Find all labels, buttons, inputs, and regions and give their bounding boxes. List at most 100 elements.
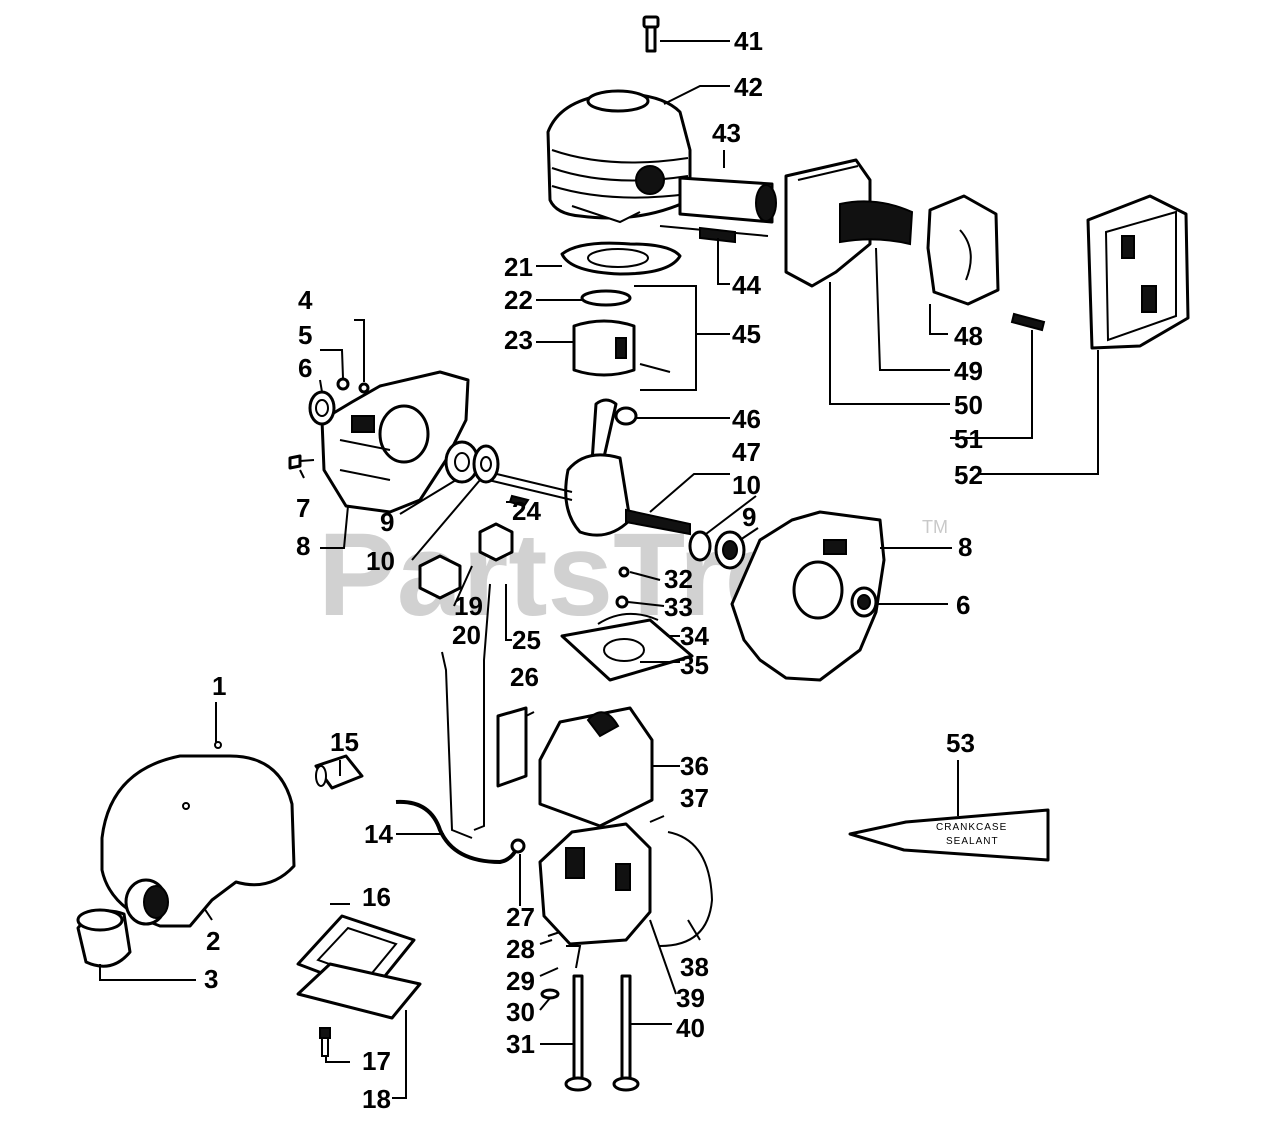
callout-10: 10 (366, 546, 395, 576)
callout-9-right: 9 (742, 502, 756, 532)
part-9-bearing-right (714, 530, 746, 570)
part-25-choke-rod (473, 583, 491, 831)
part-49-muffler-screen (839, 200, 914, 246)
callout-42: 42 (734, 72, 763, 102)
callout-30: 30 (506, 997, 535, 1027)
callout-6-right: 6 (956, 590, 970, 620)
callout-49: 49 (954, 356, 983, 386)
part-6-seal-right (850, 586, 878, 618)
part-28-spring (547, 931, 561, 937)
part-7-screw (288, 454, 315, 470)
callout-52: 52 (954, 460, 983, 490)
callout-31: 31 (506, 1029, 535, 1059)
callout-33: 33 (664, 592, 693, 622)
part-8-crankcase-left (320, 370, 470, 514)
callout-1: 1 (212, 671, 226, 701)
callout-48: 48 (954, 321, 983, 351)
callout-46: 46 (732, 404, 761, 434)
callout-labels: 1 2 3 4 5 6 7 8 9 10 14 15 16 17 18 19 2… (204, 26, 983, 1114)
part-22-piston-ring (580, 289, 632, 307)
part-44-stud (659, 225, 769, 244)
part-9-bearing-left (444, 440, 480, 484)
callout-2: 2 (206, 926, 220, 956)
part-47-crankshaft (479, 398, 691, 537)
part-46-needle-bearing (614, 406, 638, 426)
part-32-screw (618, 566, 630, 578)
callout-45: 45 (732, 319, 761, 349)
callout-38: 38 (680, 952, 709, 982)
part-51-screw (1010, 312, 1046, 332)
part-26-gasket (496, 706, 528, 788)
part-14-fuel-line (395, 799, 520, 865)
callout-8-right: 8 (958, 532, 972, 562)
callout-17: 17 (362, 1046, 391, 1076)
watermark-trademark: TM (922, 517, 948, 537)
part-20-throttle-rod (441, 651, 473, 839)
part-23-piston (572, 319, 671, 377)
part-3-filter-element (76, 908, 132, 968)
part-19-nuts (418, 522, 514, 600)
callout-50: 50 (954, 390, 983, 420)
callout-5: 5 (298, 320, 312, 350)
sealant-tube-label-line2: SEALANT (946, 836, 999, 847)
callout-18: 18 (362, 1084, 391, 1114)
part-21-cylinder-gasket (560, 241, 682, 276)
part-42-cylinder (546, 89, 692, 224)
callout-9: 9 (380, 507, 394, 537)
part-6-seal-left (308, 390, 336, 426)
callout-35: 35 (680, 650, 709, 680)
callout-28: 28 (506, 934, 535, 964)
part-39-carburetor (538, 822, 652, 946)
callout-6: 6 (298, 353, 312, 383)
part-50-muffler-body (784, 158, 872, 288)
part-31-bolt (564, 974, 592, 1092)
callout-8: 8 (296, 531, 310, 561)
callout-7: 7 (296, 493, 310, 523)
callout-23: 23 (504, 325, 533, 355)
part-41-screw (642, 15, 660, 53)
part-5-screw (336, 377, 350, 391)
part-10-washer-left (472, 444, 500, 484)
part-43-muffler-tube (678, 176, 777, 224)
leader-lines (99, 40, 1099, 1099)
sealant-tube-label-line1: CRANKCASE (936, 822, 1007, 833)
callout-47: 47 (732, 437, 761, 467)
callout-16: 16 (362, 882, 391, 912)
part-29-lever (566, 945, 582, 969)
part-33-washer (615, 595, 629, 609)
part-52-muffler-cover (1086, 194, 1190, 350)
part-17-screw (319, 1027, 331, 1057)
callout-29: 29 (506, 966, 535, 996)
callout-19: 19 (454, 591, 483, 621)
callout-21: 21 (504, 252, 533, 282)
callout-27: 27 (506, 902, 535, 932)
part-36-adapter (538, 706, 654, 828)
callout-37: 37 (680, 783, 709, 813)
part-8-crankcase-right (730, 510, 886, 682)
part-35-gasket (560, 618, 694, 682)
callout-39: 39 (676, 983, 705, 1013)
callout-44: 44 (732, 270, 761, 300)
callout-15: 15 (330, 727, 359, 757)
callout-51: 51 (954, 424, 983, 454)
callout-4: 4 (298, 285, 313, 315)
part-30-washer (540, 988, 560, 1000)
callout-3: 3 (204, 964, 218, 994)
part-2-cover-knob (124, 878, 169, 926)
callout-26: 26 (510, 662, 539, 692)
callout-43: 43 (712, 118, 741, 148)
callout-41: 41 (734, 26, 763, 56)
part-40-bolt (612, 974, 640, 1092)
callout-14: 14 (364, 819, 393, 849)
part-34-reed (597, 612, 659, 625)
callout-24: 24 (512, 496, 541, 526)
part-53-sealant-tube: CRANKCASE SEALANT (848, 808, 1050, 862)
part-48-baffle (926, 194, 1000, 306)
callout-20: 20 (452, 620, 481, 650)
part-24-woodruff-key (508, 494, 530, 508)
callout-25: 25 (512, 625, 541, 655)
part-27-fitting (510, 838, 526, 854)
callout-36: 36 (680, 751, 709, 781)
callout-22: 22 (504, 285, 533, 315)
callout-40: 40 (676, 1013, 705, 1043)
